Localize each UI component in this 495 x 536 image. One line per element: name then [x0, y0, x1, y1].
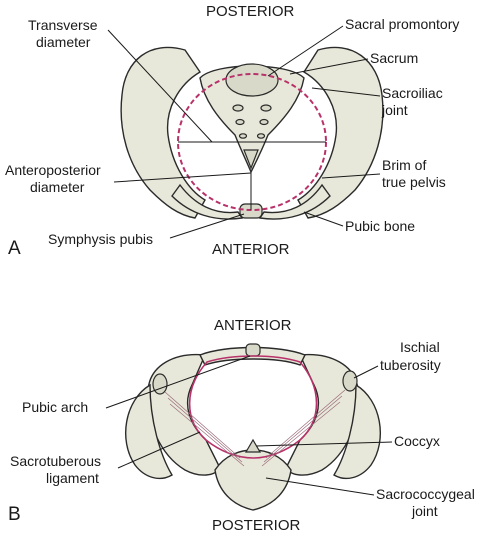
panel-b-letter: B — [8, 504, 21, 525]
label-transverse-2: diameter — [36, 34, 91, 50]
left-iliac-wing-b — [125, 383, 173, 480]
label-sacrotuberous-2: ligament — [46, 470, 99, 486]
leader-pubic-arch — [105, 355, 251, 409]
leader-sacroiliac — [311, 87, 381, 97]
label-sacroiliac-2: joint — [381, 102, 408, 118]
pubic-bone-left — [171, 183, 244, 220]
label-sacrococcygeal-1: Sacrococcygeal — [376, 486, 475, 502]
leader-symphysis-pubis — [169, 213, 245, 239]
label-sacroiliac-1: Sacroiliac — [382, 85, 443, 101]
leader-coccyx — [255, 441, 393, 447]
sacrotuberous-ligament-fibers — [164, 389, 346, 467]
sacrum-b — [214, 449, 292, 511]
leader-sacrum — [289, 58, 369, 75]
label-symphysis-pubis: Symphysis pubis — [48, 231, 153, 247]
label-transverse-1: Transverse — [28, 17, 98, 33]
label-sacrum: Sacrum — [370, 50, 418, 66]
leader-anteroposterior — [113, 172, 252, 183]
leader-sacral-promontory — [267, 25, 344, 77]
leader-transverse — [107, 29, 213, 143]
panel-a-bottom-label: ANTERIOR — [212, 241, 290, 258]
sacral-promontory-body — [225, 63, 279, 97]
sacrum — [199, 65, 305, 174]
leader-sacrotuberous — [117, 431, 201, 469]
right-ilium — [297, 46, 384, 219]
panel-a-top-label: POSTERIOR — [206, 3, 295, 20]
panel-a-illustration — [120, 46, 384, 220]
label-brim-2: true pelvis — [382, 174, 446, 190]
label-coccyx: Coccyx — [394, 433, 440, 449]
label-brim-1: Brim of — [382, 157, 426, 173]
label-sacral-promontory: Sacral promontory — [345, 16, 459, 32]
panel-a-letter: A — [8, 238, 21, 259]
panel-b-illustration — [125, 343, 381, 511]
label-ischial-2: tuberosity — [380, 357, 441, 373]
left-ilium — [120, 46, 206, 219]
label-anteroposterior-1: Anteroposterior — [5, 162, 101, 178]
panel-b-bottom-label: POSTERIOR — [212, 517, 301, 534]
leader-brim — [321, 173, 381, 179]
label-ischial-1: Ischial — [400, 339, 440, 355]
leader-ischial — [353, 365, 379, 379]
left-ischial-tuberosity — [152, 373, 168, 395]
pelvic-outlet-line — [188, 355, 318, 459]
leader-pubic-bone — [303, 211, 344, 227]
sacral-foramina — [232, 104, 272, 139]
label-pubic-arch: Pubic arch — [22, 399, 88, 415]
right-iliac-wing-b — [333, 383, 381, 480]
right-ischial-tuberosity — [342, 370, 358, 392]
label-pubic-bone: Pubic bone — [345, 218, 415, 234]
panel-b-top-label: ANTERIOR — [214, 317, 292, 334]
label-sacrotuberous-1: Sacrotuberous — [10, 453, 101, 469]
label-anteroposterior-2: diameter — [30, 179, 85, 195]
pubic-bone-right — [258, 183, 331, 220]
symphysis-b — [245, 343, 261, 357]
coccyx-a — [243, 149, 259, 170]
label-sacrococcygeal-2: joint — [411, 503, 438, 519]
leader-sacrococcygeal — [265, 477, 375, 496]
